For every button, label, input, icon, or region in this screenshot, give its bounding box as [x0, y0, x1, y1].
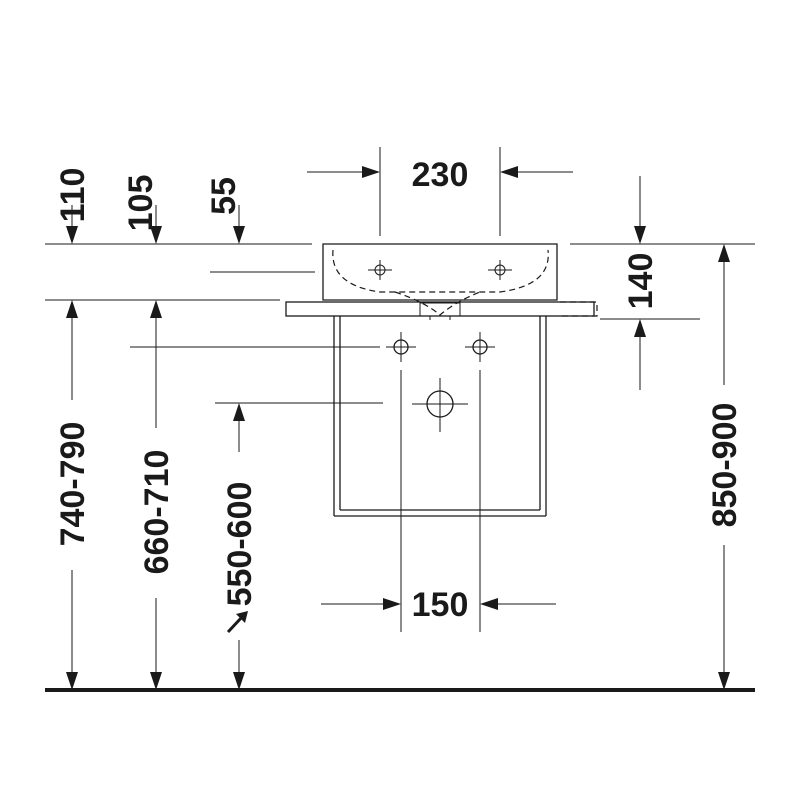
dimension-label-230: 230: [412, 156, 469, 194]
dimension-55: 55: [205, 177, 245, 244]
dimension-110: 110: [54, 168, 92, 244]
arrow-up-right-icon: [226, 611, 248, 634]
dimension-850-900: 850-900: [706, 244, 744, 690]
dimension-label-660-710: 660-710: [138, 450, 176, 575]
tap-hole-left: [368, 260, 392, 280]
dimension-660-710: 660-710: [138, 300, 176, 690]
drain-fitting: [419, 302, 461, 317]
countertop-extension-hidden: [560, 301, 598, 317]
extension-lines: [45, 147, 755, 632]
dimension-550-600: 550-600: [221, 403, 259, 690]
dimension-label-850-900: 850-900: [706, 403, 744, 528]
dimension-label-110: 110: [54, 168, 92, 223]
dimension-label-550-600: 550-600: [221, 482, 259, 607]
tap-hole-right: [488, 260, 512, 280]
waste-connection: [412, 378, 468, 432]
basin-outline: [322, 243, 558, 301]
dimension-label-55: 55: [205, 177, 243, 215]
dimension-230: 230: [307, 156, 573, 194]
washbasin: [285, 243, 598, 320]
dimension-150: 150: [321, 586, 556, 624]
frame-rail: [333, 316, 547, 517]
dimension-140: 140: [622, 176, 660, 390]
dimension-105: 105: [122, 175, 162, 244]
basin-bowl-hidden-line: [332, 249, 549, 293]
supply-connection-right: [465, 332, 495, 362]
countertop-slab: [285, 301, 595, 317]
dimension-740-790: 740-790: [54, 300, 92, 690]
dimension-label-150: 150: [412, 586, 469, 624]
dimension-label-140: 140: [622, 253, 660, 310]
dimension-label-740-790: 740-790: [54, 422, 92, 547]
supply-connection-left: [386, 332, 416, 362]
basin-drain-hidden-line: [394, 291, 481, 316]
dimension-label-105: 105: [122, 175, 160, 232]
